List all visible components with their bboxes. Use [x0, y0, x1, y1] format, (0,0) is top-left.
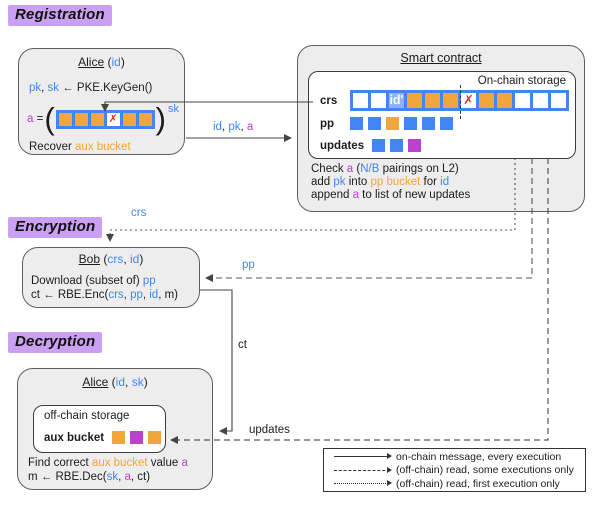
blue-square — [422, 117, 435, 130]
blue-square — [390, 139, 404, 152]
legend-row-dashed: (off-chain) read, some executions only — [334, 464, 585, 476]
bob-encryption-box: Bob (crs, id) Download (subset of) pp ct… — [22, 247, 200, 308]
orange-square — [407, 93, 422, 108]
bob-title: Bob (crs, id) — [78, 252, 144, 266]
sk-superscript: sk — [167, 103, 179, 115]
orange-square — [386, 117, 399, 130]
registration-heading: Registration — [8, 5, 112, 26]
orange-square — [74, 112, 88, 126]
contract-logic-line-2: add pk into pp bucket for id — [311, 176, 450, 188]
pp-arrow-label: pp — [242, 259, 255, 271]
download-line: Download (subset of) pp — [31, 275, 156, 287]
legend-text-dotted: (off-chain) read, first execution only — [396, 477, 560, 490]
orange-square — [138, 112, 152, 126]
crs-label: crs — [320, 94, 338, 107]
contract-logic-line-1: Check a (N/B pairings on L2) — [311, 163, 459, 175]
a-equals: a = — [27, 113, 44, 125]
orange-square — [148, 431, 162, 444]
ct-arrow-label: ct — [238, 339, 247, 351]
solid-arrow-sample — [334, 453, 392, 460]
alice-registration-title: Alice (id) — [78, 55, 125, 69]
id-pk-a-arrow-label: id, pk, a — [213, 121, 254, 133]
legend-text-solid: on-chain message, every execution — [396, 450, 562, 463]
encryption-heading: Encryption — [8, 217, 103, 238]
blue-square — [350, 117, 363, 130]
pp-row: pp — [320, 117, 453, 130]
magenta-square — [408, 139, 422, 152]
magenta-square — [130, 431, 144, 444]
crs-arrow-label: crs — [131, 207, 147, 219]
dashed-arrow-sample — [334, 466, 392, 473]
updates-label: updates — [320, 139, 365, 152]
blue-square — [372, 139, 386, 152]
legend-row-solid: on-chain message, every execution — [334, 451, 585, 463]
updates-row: updates — [320, 139, 422, 152]
offchain-storage-label: off-chain storage — [44, 410, 130, 422]
legend-text-dashed: (off-chain) read, some executions only — [396, 464, 574, 476]
contract-logic-line-3: append a to list of new updates — [311, 189, 471, 201]
crs-divider-dashed-line — [460, 85, 461, 119]
blue-square — [404, 117, 417, 130]
id-slot-square: id' — [389, 93, 404, 108]
onchain-storage-box: On-chain storage crs id' ✗ pp updates — [308, 71, 576, 159]
orange-square — [479, 93, 494, 108]
deleted-slot-square: ✗ — [106, 112, 120, 126]
orange-square — [443, 93, 458, 108]
white-square — [515, 93, 530, 108]
a-expression: a = ( ✗ ) sk — [27, 101, 179, 136]
legend-row-dotted: (off-chain) read, first execution only — [334, 478, 585, 490]
blue-square — [368, 117, 381, 130]
enc-line: ct ← RBE.Enc(crs, pp, id, m) — [31, 289, 179, 301]
alice-decryption-box: Alice (id, sk) off-chain storage aux buc… — [17, 368, 213, 490]
keygen-line: pk, sk ← PKE.KeyGen() — [29, 82, 153, 94]
blue-square — [440, 117, 453, 130]
orange-square — [122, 112, 136, 126]
white-square — [353, 93, 368, 108]
dec-line: m ← RBE.Dec(sk, a, ct) — [28, 471, 151, 483]
aux-bucket-row: aux bucket — [44, 431, 162, 444]
alice-decryption-title: Alice (id, sk) — [82, 375, 148, 389]
orange-square — [425, 93, 440, 108]
find-line: Find correct aux bucket value a — [28, 457, 188, 469]
deleted-slot-square: ✗ — [461, 93, 476, 108]
updates-squares — [372, 139, 422, 152]
onchain-storage-label: On-chain storage — [477, 75, 566, 87]
a-vector-bar: ✗ — [55, 109, 155, 129]
aux-bucket-label: aux bucket — [44, 431, 105, 444]
aux-bucket-squares — [112, 431, 162, 444]
white-square — [551, 93, 566, 108]
crs-row: crs id' ✗ — [320, 90, 569, 111]
recover-line: Recover aux bucket — [29, 141, 131, 153]
smart-contract-box: Smart contract On-chain storage crs id' ✗… — [297, 45, 585, 212]
legend-box: on-chain message, every execution (off-c… — [323, 448, 586, 492]
pp-label: pp — [320, 117, 335, 130]
orange-square — [112, 431, 126, 444]
alice-registration-box: Alice (id) pk, sk ← PKE.KeyGen() a = ( ✗… — [18, 48, 185, 155]
orange-square — [497, 93, 512, 108]
pp-squares — [350, 117, 453, 130]
offchain-storage-box: off-chain storage aux bucket — [33, 405, 166, 453]
orange-square — [58, 112, 72, 126]
white-square — [533, 93, 548, 108]
updates-arrow-label: updates — [249, 424, 290, 436]
decryption-heading: Decryption — [8, 332, 103, 353]
orange-square — [90, 112, 104, 126]
crs-vector-bar: id' ✗ — [350, 90, 569, 111]
dotted-arrow-sample — [334, 480, 392, 487]
white-square — [371, 93, 386, 108]
open-paren: ( — [44, 101, 55, 136]
smart-contract-title: Smart contract — [400, 51, 482, 65]
close-paren: ) — [155, 101, 166, 136]
